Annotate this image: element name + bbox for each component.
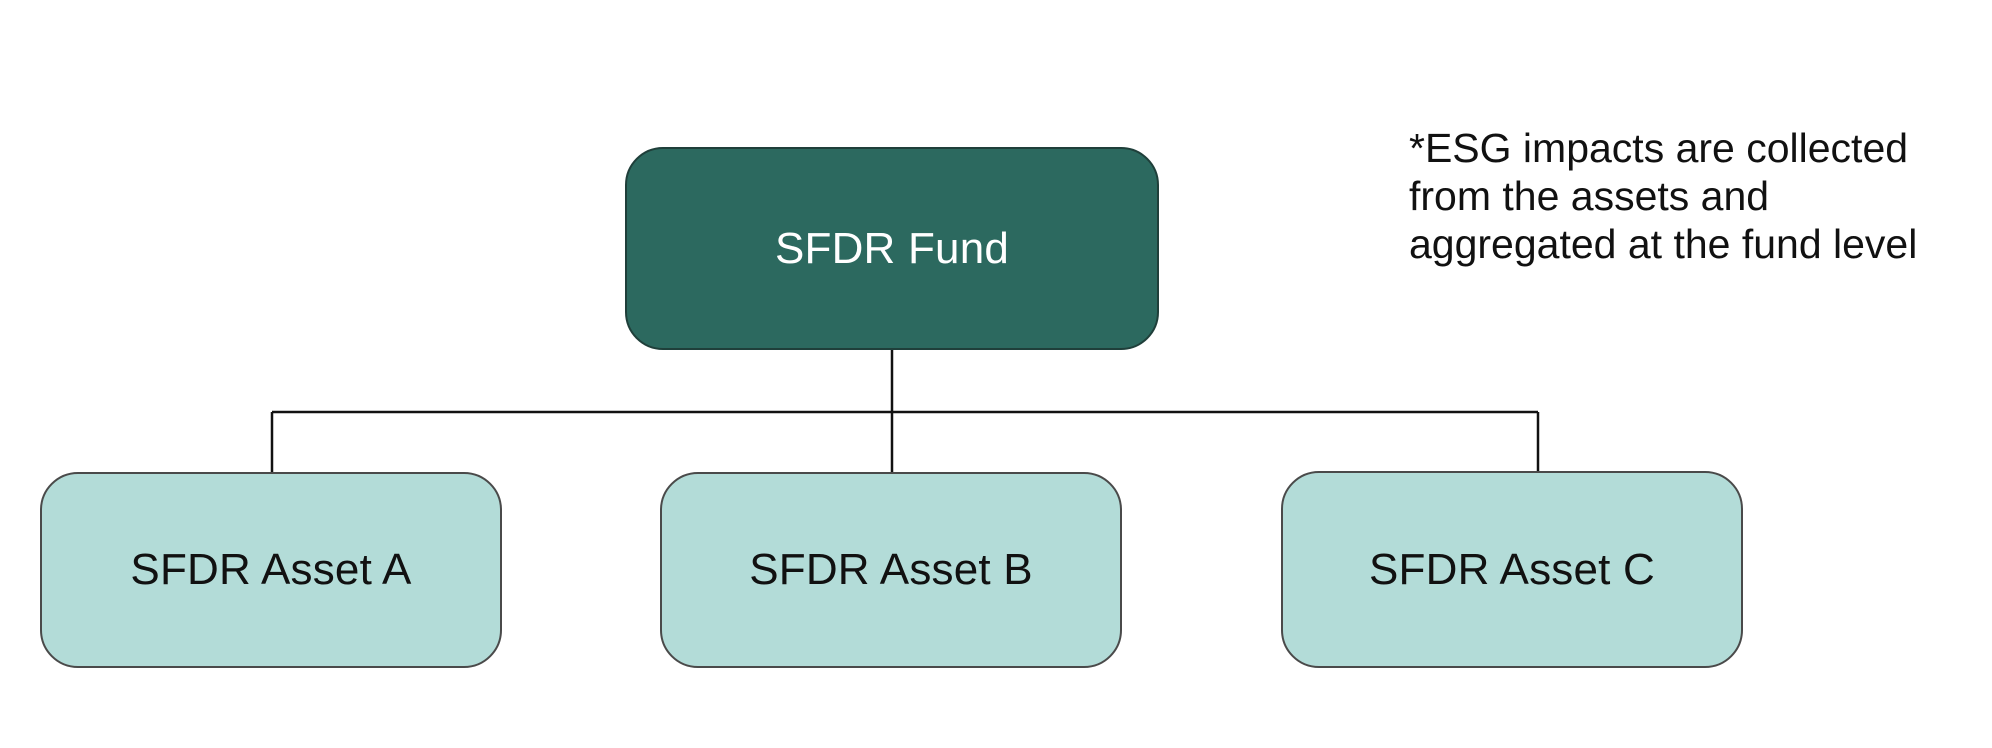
footnote-line: *ESG impacts are collected (1409, 125, 1909, 171)
footnote-line: from the assets and (1409, 173, 1770, 219)
sfdr-asset-c-node: SFDR Asset C (1281, 471, 1743, 668)
sfdr-fund-node: SFDR Fund (625, 147, 1159, 350)
esg-footnote: *ESG impacts are collected from the asse… (1409, 124, 1969, 268)
footnote-line: aggregated at the fund level (1409, 221, 1918, 267)
sfdr-asset-a-node: SFDR Asset A (40, 472, 502, 668)
sfdr-asset-b-node: SFDR Asset B (660, 472, 1122, 668)
sfdr-asset-a-label: SFDR Asset A (130, 545, 412, 594)
sfdr-asset-c-label: SFDR Asset C (1368, 544, 1655, 594)
sfdr-fund-label: SFDR Fund (774, 223, 1010, 273)
sfdr-asset-b-label: SFDR Asset B (749, 545, 1033, 594)
